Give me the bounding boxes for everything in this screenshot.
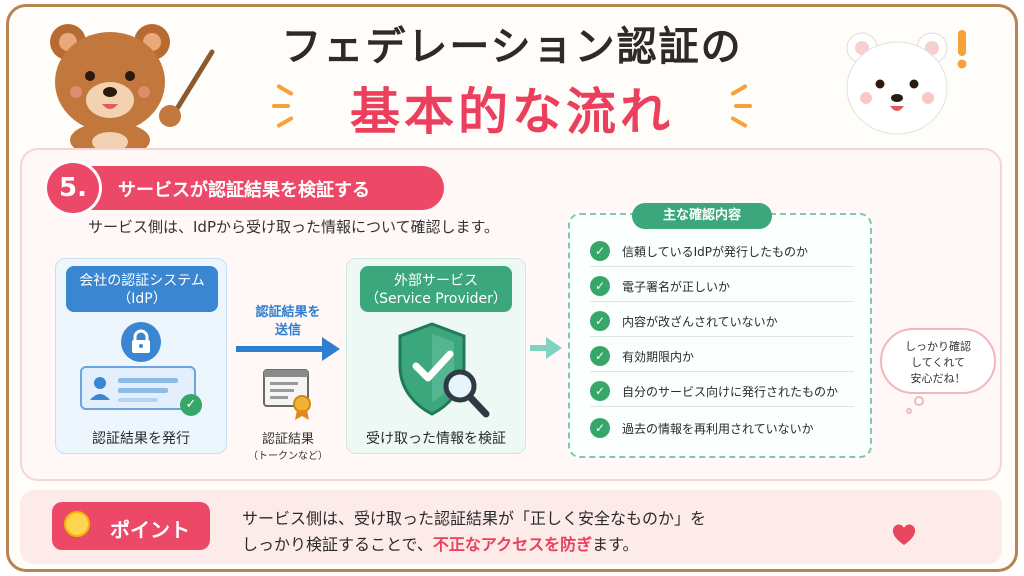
- page-title: フェデレーション認証の: [281, 24, 743, 70]
- point-text-line2-prefix: しっかり検証することで、: [242, 535, 433, 554]
- sp-caption: 受け取った情報を検証: [366, 431, 506, 447]
- checklist-item-text: 自分のサービス向けに発行されたものか: [622, 385, 839, 399]
- sp-header: 外部サービス （Service Provider）: [360, 266, 512, 312]
- point-text-highlight: 不正なアクセスを防ぎ: [432, 535, 593, 554]
- lock-icon: [121, 322, 161, 362]
- check-circle-icon: ✓: [590, 311, 610, 331]
- point-text: サービス側は、受け取った認証結果が「正しく安全なものか」を しっかり検証すること…: [242, 506, 706, 558]
- idp-header-line1: 会社の認証システム: [79, 273, 205, 289]
- checklist-item: ✓ 信頼しているIdPが発行したものか: [590, 241, 854, 267]
- step-lead-text: サービス側は、IdPから受け取った情報について確認します。: [88, 218, 500, 236]
- id-card-icon: [80, 366, 196, 410]
- check-circle-icon: ✓: [590, 241, 610, 261]
- heart-icon: [892, 524, 916, 545]
- checklist-item: ✓ 内容が改ざんされていないか: [590, 311, 854, 337]
- sp-header-line1: 外部サービス: [394, 273, 478, 289]
- check-circle-icon: ✓: [590, 418, 610, 438]
- point-text-line2-suffix: ます。: [592, 535, 639, 554]
- idp-caption: 認証結果を発行: [92, 431, 190, 447]
- bubble-line3: 安心だね！: [910, 372, 966, 385]
- page-subtitle: 基本的な流れ: [350, 83, 674, 141]
- checklist-item: ✓ 過去の情報を再利用されていないか: [590, 418, 854, 444]
- checklist-item: ✓ 電子署名が正しいか: [590, 276, 854, 302]
- checklist-item-text: 有効期限内か: [622, 350, 695, 364]
- idp-header-line2: （IdP）: [117, 291, 167, 307]
- point-text-line1: サービス側は、受け取った認証結果が「正しく安全なものか」を: [242, 509, 707, 528]
- magnifier-icon: [443, 369, 490, 418]
- verify-arrow: [530, 345, 548, 351]
- step-number: 5.: [44, 160, 102, 216]
- bubble-tail-dot: [906, 408, 912, 414]
- sp-header-line2: （Service Provider）: [365, 291, 507, 307]
- checklist-item-text: 信頼しているIdPが発行したものか: [622, 245, 809, 259]
- check-circle-icon: ✓: [590, 346, 610, 366]
- checklist-item-text: 内容が改ざんされていないか: [622, 315, 778, 329]
- bubble-tail-dot: [914, 396, 924, 406]
- speech-bubble: しっかり確認 してくれて 安心だね！: [880, 328, 996, 394]
- checklist-item: ✓ 自分のサービス向けに発行されたものか: [590, 381, 854, 407]
- checklist-item: ✓ 有効期限内か: [590, 346, 854, 372]
- check-circle-icon: ✓: [590, 276, 610, 296]
- verify-arrow-head: [546, 337, 562, 359]
- bubble-line1: しっかり確認: [905, 340, 971, 353]
- check-circle-icon: ✓: [590, 381, 610, 401]
- bubble-line2: してくれて: [910, 356, 965, 369]
- checklist-header: 主な確認内容: [632, 203, 772, 229]
- brown-bear-illustration: [50, 24, 215, 152]
- send-arrow: [236, 346, 326, 352]
- spark-decoration: [272, 104, 290, 108]
- point-label: ポイント: [110, 518, 190, 542]
- send-arrow-head: [322, 337, 340, 361]
- check-circle-icon: ✓: [180, 394, 202, 416]
- checklist-item-text: 電子署名が正しいか: [622, 280, 731, 294]
- send-label-line1: 認証結果を: [255, 305, 321, 320]
- send-label-line2: 送信: [274, 323, 301, 338]
- spark-decoration: [734, 104, 752, 108]
- send-label: 認証結果を 送信: [238, 304, 338, 340]
- token-sublabel: （トークンなど）: [248, 451, 328, 462]
- checklist-item-text: 過去の情報を再利用されていないか: [622, 422, 814, 436]
- token-label: 認証結果: [261, 432, 314, 447]
- certificate-icon: [263, 369, 311, 420]
- step-banner: [44, 166, 444, 210]
- idp-header: 会社の認証システム （IdP）: [66, 266, 218, 312]
- step-title: サービスが認証結果を検証する: [118, 180, 370, 201]
- white-bear-illustration: [846, 30, 967, 135]
- point-text-line2: しっかり検証することで、不正なアクセスを防ぎます。: [242, 532, 706, 558]
- checklist-box: [568, 213, 872, 458]
- lightbulb-icon: [64, 511, 90, 537]
